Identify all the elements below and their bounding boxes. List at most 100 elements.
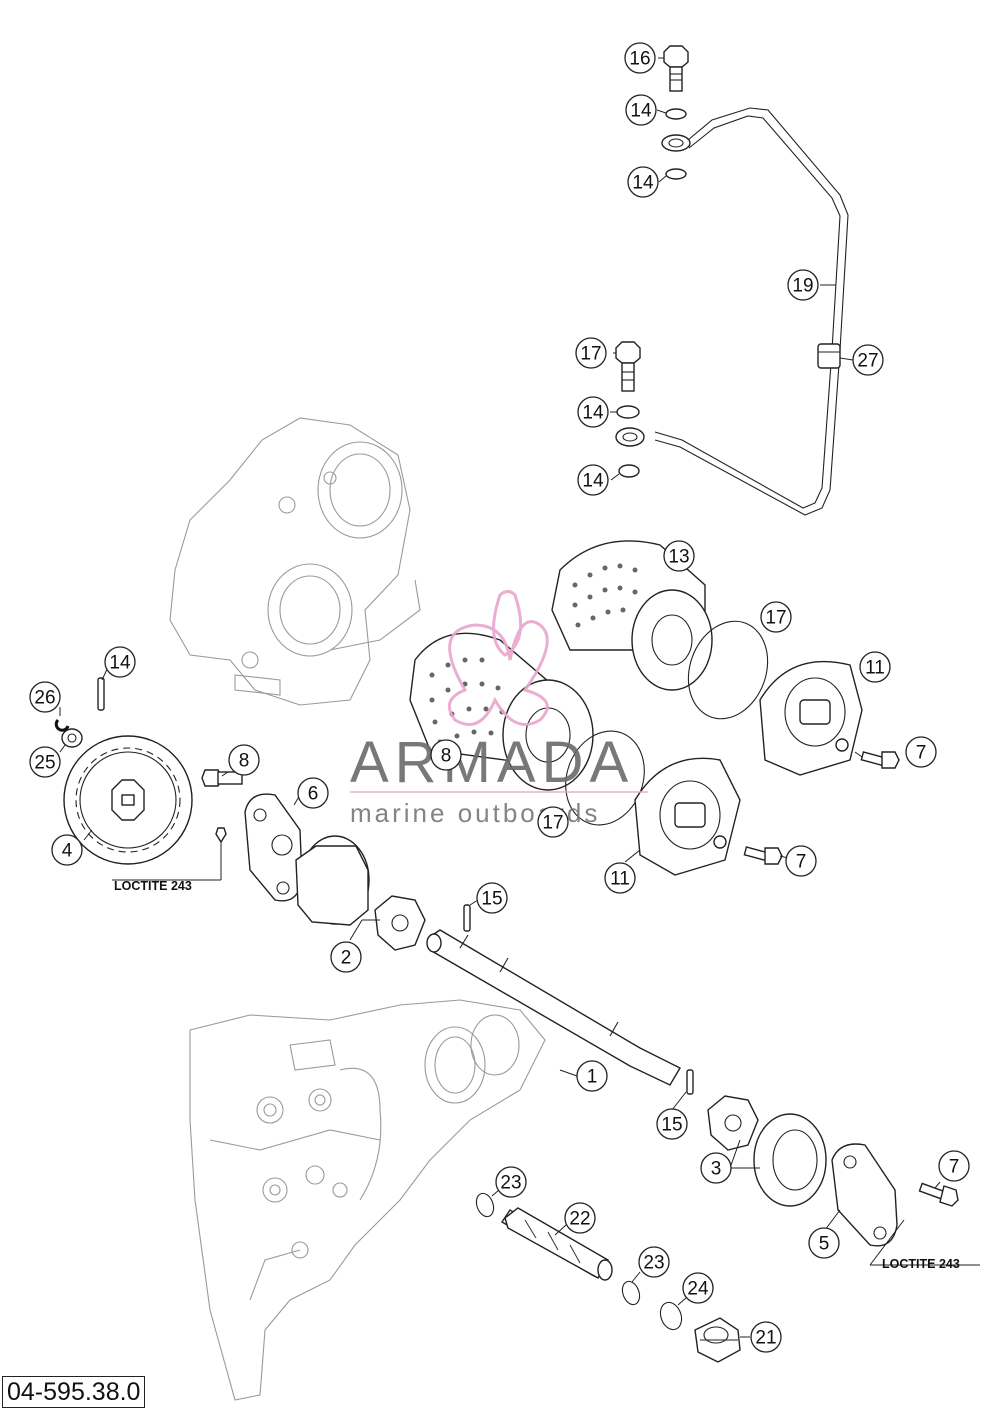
callout-11-b: 11 [604,862,636,894]
callout-number: 7 [796,852,807,873]
callout-number: 14 [632,173,654,194]
pump-rotor-inner-right [707,1095,759,1151]
screw-cover-front [743,846,783,865]
filter-cover-front [634,757,741,876]
callout-number: 2 [341,948,352,969]
callout-number: 1 [587,1067,598,1088]
callout-number: 15 [661,1115,682,1136]
callout-7-a: 7 [905,736,937,768]
callout-number: 11 [610,869,630,890]
callout-number: 4 [62,841,73,862]
screw-cover-rear [860,751,900,769]
oil-line-pipe [654,107,849,516]
callout-11-a: 11 [859,651,891,683]
callout-number: 14 [630,101,652,122]
callout-1: 1 [576,1060,608,1092]
callout-number: 25 [34,753,55,774]
callout-19: 19 [787,269,819,301]
callout-number: 13 [668,547,689,568]
callout-23-a: 23 [495,1166,527,1198]
callout-number: 8 [239,751,250,772]
callout-4: 4 [51,834,83,866]
callout-number: 5 [819,1234,830,1255]
watermark-brand: ARMADA [350,730,634,795]
engine-housing-upper-outline [169,417,421,706]
pump-cover-right [831,1143,898,1247]
callout-21: 21 [750,1321,782,1353]
watermark-logo: ARMADA marine outboards [350,590,648,828]
callout-22: 22 [564,1202,596,1234]
o-ring-rear [687,620,769,720]
callout-6: 6 [297,777,329,809]
callout-number: 14 [582,403,604,424]
seal-ring-plug [659,1301,683,1331]
callout-18-a: 14 [625,94,657,126]
callout-number: 14 [109,653,131,674]
callout-18-d: 14 [577,464,609,496]
screw-pump-cover [918,1182,959,1207]
loctite-note-left: LOCTITE 243 [114,879,192,893]
callout-number: 3 [711,1159,722,1180]
callout-15-b: 15 [656,1108,688,1140]
leader-lines [59,57,980,1338]
callout-24: 24 [682,1272,714,1304]
oil-pump-gear [63,735,193,865]
banjo-bolt-upper [663,45,689,92]
loctite-note-right: LOCTITE 243 [882,1257,960,1271]
callout-20-a: 17 [760,601,792,633]
callout-number: 19 [792,276,813,297]
banjo-fitting-upper [661,134,691,152]
callout-5: 5 [808,1227,840,1259]
circlip-gear [54,718,70,732]
pin-shaft-lower [686,1069,694,1095]
callout-number: 22 [569,1209,590,1230]
callout-12: 8 [430,739,462,771]
callout-18-c: 14 [577,396,609,428]
callout-number: 14 [582,471,604,492]
oring-strainer-right [621,1280,641,1306]
callout-25: 25 [29,746,61,778]
pump-rotor-outer-left [295,835,370,926]
oring-strainer-left [475,1192,495,1218]
callout-number: 23 [643,1253,664,1274]
callout-number: 7 [949,1157,960,1178]
pipe-clamp [817,343,841,369]
oil-strainer [501,1207,613,1281]
callout-16: 16 [624,42,656,74]
callout-13: 13 [663,540,695,572]
callout-7-c: 7 [938,1150,970,1182]
callout-number: 27 [857,351,878,372]
callout-15-a: 15 [476,882,508,914]
callout-number: 8 [441,746,452,767]
pump-shaft [426,929,681,1086]
callout-27: 27 [852,344,884,376]
pump-cover-left [244,793,303,902]
filter-cover-rear [759,660,863,776]
callout-23-b: 23 [638,1246,670,1278]
callout-number: 17 [542,813,563,834]
callout-14: 14 [104,646,136,678]
callout-number: 23 [500,1173,521,1194]
sealing-ring-upper-2 [665,168,687,180]
callout-number: 6 [308,784,319,805]
banjo-bolt-lower [615,341,641,392]
diagram-code-label: 04-595.38.0 [2,1376,146,1408]
callout-number: 17 [580,344,601,365]
pin-shaft-upper [463,904,471,932]
callout-8: 8 [228,744,260,776]
engine-housing-lower-outline [189,999,546,1401]
pin-gear [97,677,105,711]
callout-number: 21 [755,1328,776,1349]
sealing-ring-upper-1 [665,108,687,120]
pump-rotor-outer-right [753,1113,827,1207]
washer-gear [61,728,83,748]
callout-number: 26 [34,688,55,709]
banjo-fitting-lower [615,427,645,447]
pump-rotor-inner-left [374,895,426,951]
drain-plug [694,1317,741,1363]
sealing-ring-lower-1 [616,405,640,419]
oil-filter-rear [551,540,713,691]
callout-number: 17 [765,608,786,629]
callout-18-b: 14 [627,166,659,198]
